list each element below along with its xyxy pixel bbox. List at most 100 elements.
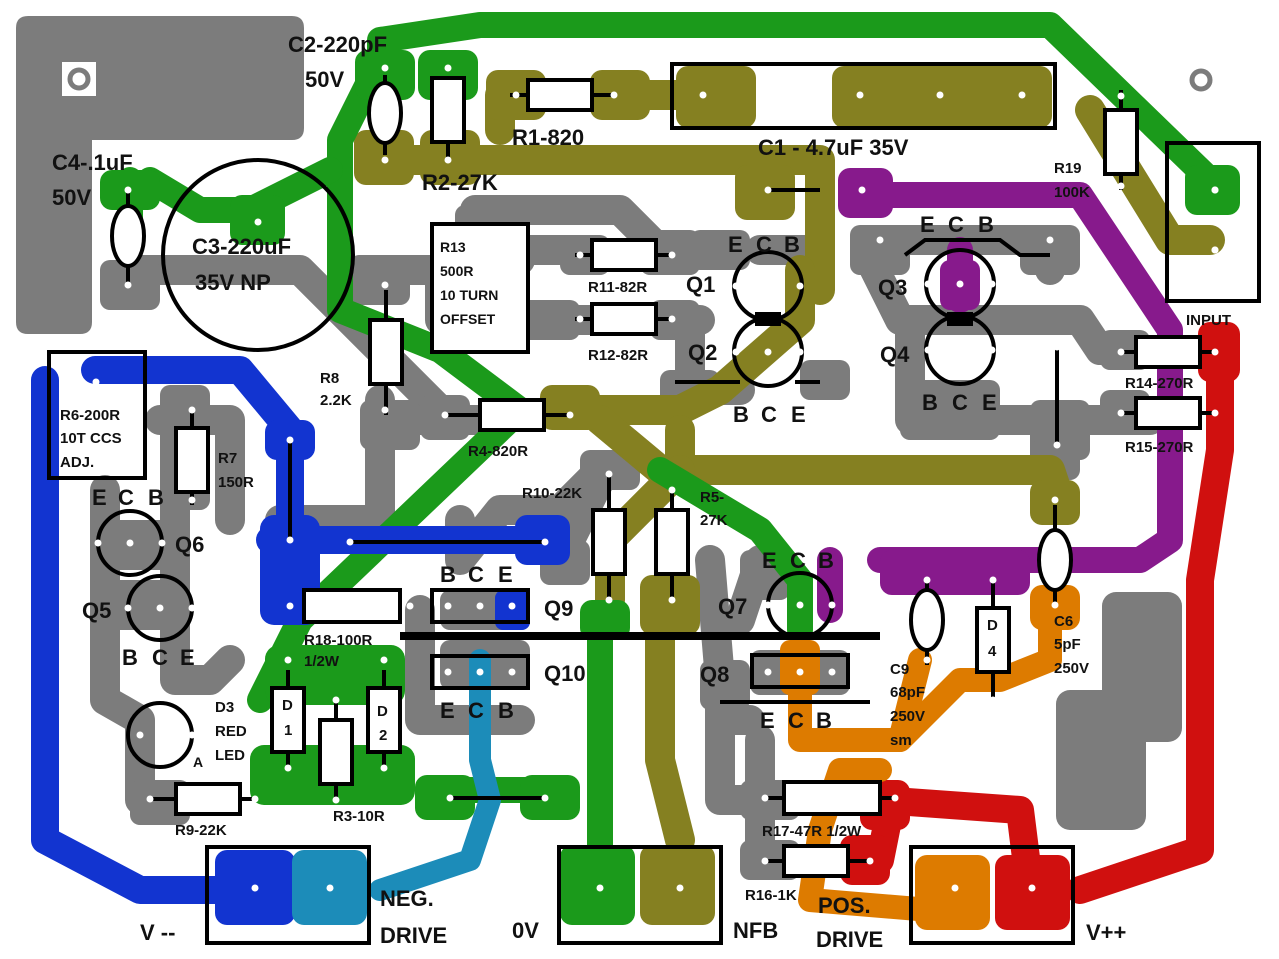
transistor-pin-e: E xyxy=(498,562,513,587)
c6-label-2: 5pF xyxy=(1054,636,1081,653)
pcb-hole xyxy=(764,348,772,356)
pcb-hole xyxy=(188,406,196,414)
r6-label-3: ADJ. xyxy=(60,454,94,471)
r18-label-1: R18-100R xyxy=(304,632,373,649)
transistor-pin-c: C xyxy=(118,485,134,510)
r3-body xyxy=(318,718,354,786)
q9-outline xyxy=(430,588,530,624)
pcb-hole xyxy=(476,668,484,676)
pcb-hole xyxy=(1018,91,1026,99)
pcb-hole xyxy=(126,539,134,547)
c6-body xyxy=(1037,528,1073,592)
d2-label-1: D xyxy=(377,703,388,720)
pcb-hole xyxy=(508,668,516,676)
pcb-hole xyxy=(1028,884,1036,892)
pcb-hole xyxy=(1117,409,1125,417)
pcb-hole xyxy=(94,539,102,547)
r4-label: R4-820R xyxy=(468,443,528,460)
d1-label-1: D xyxy=(282,697,293,714)
neg-drive-connector-outline xyxy=(205,845,371,945)
neg-drive-label-1: NEG. xyxy=(380,886,434,911)
d4-label-2: 4 xyxy=(988,643,997,660)
vminus-label: V -- xyxy=(140,920,175,945)
pcb-hole xyxy=(605,470,613,478)
c6-label-3: 250V xyxy=(1054,660,1089,677)
c1-label: C1 - 4.7uF 35V xyxy=(758,135,909,160)
transistor-pin-c: C xyxy=(952,390,968,415)
r8-label-1: R8 xyxy=(320,370,339,387)
pcb-hole xyxy=(923,576,931,584)
d4-label-1: D xyxy=(987,617,998,634)
transistor-pin-b: B xyxy=(922,390,938,415)
q6-label: Q6 xyxy=(175,532,204,557)
pcb-hole xyxy=(956,346,964,354)
pcb-hole xyxy=(286,436,294,444)
pcb-hole xyxy=(476,602,484,610)
pcb-hole xyxy=(286,602,294,610)
r9-label: R9-22K xyxy=(175,822,227,839)
transistor-pin-c: C xyxy=(761,402,777,427)
transistor-pin-e: E xyxy=(92,485,107,510)
pcb-hole xyxy=(936,91,944,99)
pcb-hole xyxy=(380,656,388,664)
q10-label: Q10 xyxy=(544,661,586,686)
transistor-pin-b: B xyxy=(816,708,832,733)
pcb-hole xyxy=(332,796,340,804)
pcb-hole xyxy=(444,156,452,164)
pcb-hole xyxy=(1211,246,1219,254)
pcb-hole xyxy=(610,91,618,99)
c3-label-line1: C3-220uF xyxy=(192,234,291,259)
pcb-hole xyxy=(444,602,452,610)
c4-body xyxy=(110,204,146,268)
r6-label-2: 10T CCS xyxy=(60,430,122,447)
d3-label-2: RED xyxy=(215,723,247,740)
transistor-pin-e: E xyxy=(791,402,806,427)
transistor-pin-b: B xyxy=(122,645,138,670)
r19-label-1: R19 xyxy=(1054,160,1082,177)
pos-drive-connector-outline xyxy=(909,845,1075,945)
pcb-hole xyxy=(699,91,707,99)
pcb-hole xyxy=(596,884,604,892)
r1-label: R1-820 xyxy=(512,125,584,150)
pcb-hole xyxy=(956,280,964,288)
transistor-pin-c: C xyxy=(468,698,484,723)
r10-body xyxy=(591,508,627,576)
c2-body xyxy=(367,81,403,145)
r13-label-4: OFFSET xyxy=(440,311,496,327)
pcb-hole xyxy=(951,884,959,892)
c3-label-line2: 35V NP xyxy=(195,270,271,295)
pcb-hole xyxy=(576,315,584,323)
pcb-hole xyxy=(512,91,520,99)
pcb-hole xyxy=(381,156,389,164)
c2-label-line1: C2-220pF xyxy=(288,32,387,57)
c9-label-2: 68pF xyxy=(890,684,925,701)
c6-label-1: C6 xyxy=(1054,613,1073,630)
pcb-hole xyxy=(761,794,769,802)
pos-drive-label-1: POS. xyxy=(818,893,871,918)
pcb-hole xyxy=(124,604,132,612)
pcb-hole xyxy=(605,596,613,604)
transistor-pin-b: B xyxy=(818,548,834,573)
pcb-hole xyxy=(251,884,259,892)
r12-body xyxy=(590,302,658,336)
pcb-hole xyxy=(136,731,144,739)
pcb-hole xyxy=(923,656,931,664)
r16-body xyxy=(782,844,850,878)
r7-label-2: 150R xyxy=(218,474,254,491)
pcb-hole xyxy=(156,604,164,612)
red-pads xyxy=(840,322,1240,930)
r19-body xyxy=(1103,108,1139,176)
c3-body xyxy=(161,158,355,352)
r7-label-1: R7 xyxy=(218,450,237,467)
vplus-label: V++ xyxy=(1086,920,1126,945)
r7-body xyxy=(174,426,210,494)
pcb-hole xyxy=(441,411,449,419)
c1-outline xyxy=(670,62,1057,130)
pcb-hole xyxy=(989,696,997,704)
pcb-hole xyxy=(924,280,932,288)
r2-label: R2-27K xyxy=(422,170,498,195)
pcb-hole xyxy=(508,602,516,610)
r13-label-1: R13 xyxy=(440,239,466,255)
r8-body xyxy=(368,318,404,386)
